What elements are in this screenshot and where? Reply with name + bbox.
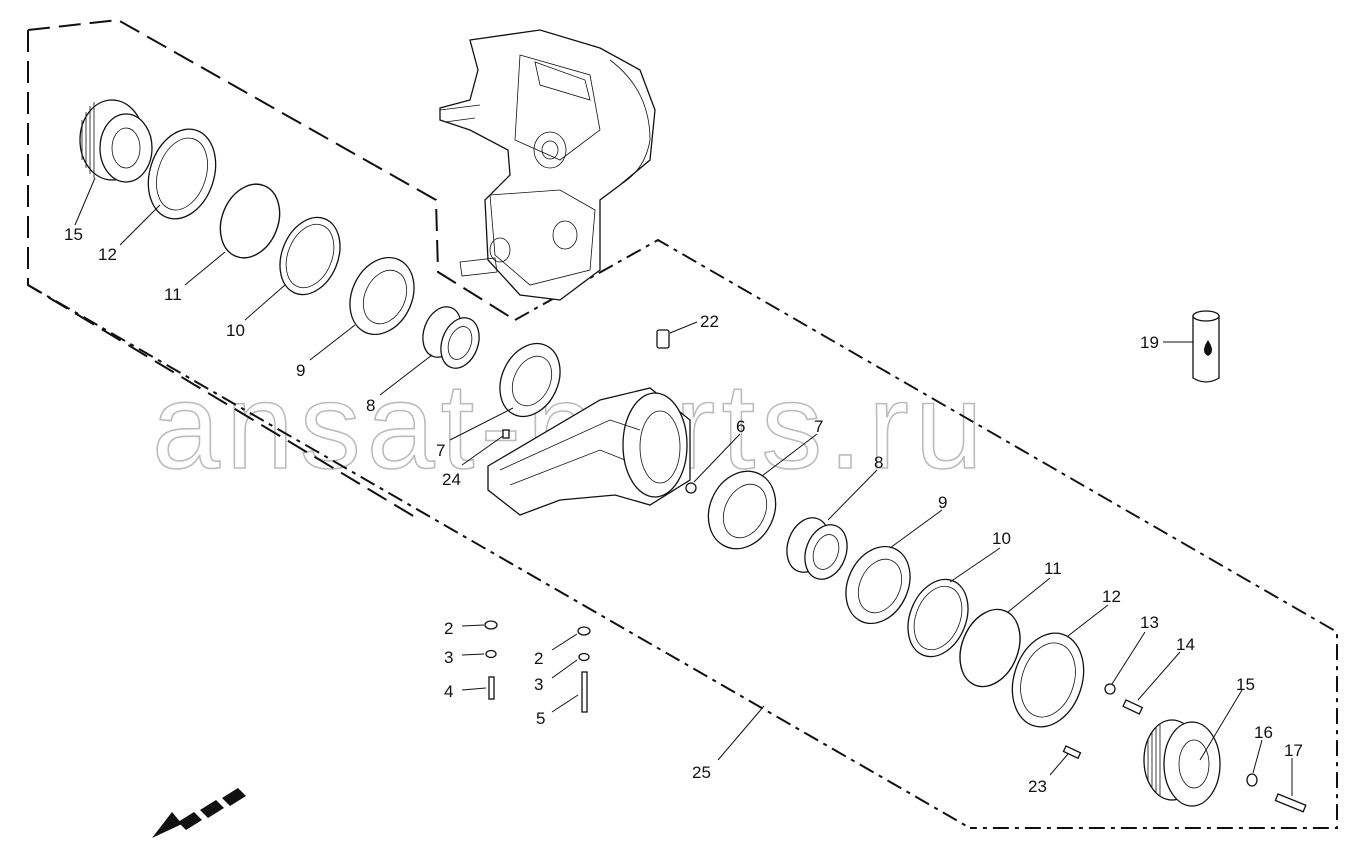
callout-10-upper: 10 bbox=[226, 321, 245, 340]
transmission-housing bbox=[439, 29, 656, 301]
part-9-lower bbox=[845, 545, 911, 625]
callout-2-left: 2 bbox=[444, 619, 453, 638]
callout-8-lower: 8 bbox=[874, 453, 883, 472]
callout-14: 14 bbox=[1176, 635, 1195, 654]
part-8-lower bbox=[786, 517, 848, 580]
callout-19: 19 bbox=[1140, 333, 1159, 352]
part-17 bbox=[1274, 793, 1307, 813]
part-13 bbox=[1104, 683, 1116, 695]
assembly-25-outline bbox=[27, 238, 1338, 829]
callout-22: 22 bbox=[700, 312, 719, 331]
callout-15-lower: 15 bbox=[1236, 675, 1255, 694]
axle-bracket bbox=[487, 387, 691, 516]
callout-16: 16 bbox=[1254, 723, 1273, 742]
callout-7-lower: 7 bbox=[814, 417, 823, 436]
callout-5: 5 bbox=[536, 709, 545, 728]
callout-24: 24 bbox=[442, 470, 461, 489]
callout-3-left: 3 bbox=[444, 648, 453, 667]
part-12-upper bbox=[147, 128, 217, 220]
callout-17: 17 bbox=[1284, 741, 1303, 760]
part-12-lower bbox=[1011, 632, 1085, 728]
part-16 bbox=[1246, 773, 1258, 787]
callout-2-right: 2 bbox=[534, 649, 543, 668]
callout-10-lower: 10 bbox=[992, 529, 1011, 548]
callout-7-upper: 7 bbox=[436, 441, 445, 460]
part-22 bbox=[656, 329, 670, 349]
callout-9-upper: 9 bbox=[296, 361, 305, 380]
part-11-lower bbox=[959, 608, 1021, 688]
callout-11-lower: 11 bbox=[1044, 559, 1062, 578]
callout-6: 6 bbox=[736, 417, 745, 436]
leader-lines bbox=[74, 177, 1293, 796]
part-7-lower bbox=[707, 470, 777, 550]
part-9-upper bbox=[349, 256, 415, 336]
callout-11-upper: 11 bbox=[164, 285, 182, 304]
part-14 bbox=[1122, 699, 1144, 715]
callout-labels: 15 12 11 10 9 8 7 24 22 19 6 7 8 9 10 11… bbox=[64, 225, 1303, 796]
fasteners bbox=[484, 620, 591, 713]
callout-3-right: 3 bbox=[534, 675, 543, 694]
callout-23: 23 bbox=[1028, 777, 1047, 796]
part-8-upper bbox=[422, 306, 480, 369]
callout-4: 4 bbox=[444, 682, 453, 701]
part-10-upper bbox=[279, 216, 341, 296]
part-6 bbox=[685, 482, 697, 494]
direction-arrow-icon bbox=[152, 788, 246, 838]
callout-8-upper: 8 bbox=[366, 396, 375, 415]
callout-15-upper: 15 bbox=[64, 225, 83, 244]
part-23 bbox=[1062, 745, 1082, 760]
callout-12-upper: 12 bbox=[98, 245, 117, 264]
callout-12-lower: 12 bbox=[1102, 587, 1121, 606]
part-24 bbox=[502, 429, 510, 439]
callout-13: 13 bbox=[1140, 613, 1159, 632]
part-15-upper bbox=[79, 99, 153, 183]
part-15-lower bbox=[1143, 719, 1221, 807]
part-7-upper bbox=[499, 342, 561, 418]
callout-25: 25 bbox=[692, 763, 711, 782]
part-11-upper bbox=[219, 183, 281, 259]
part-19-grease-tube bbox=[1192, 310, 1220, 383]
part-10-lower bbox=[907, 578, 969, 658]
callout-9-lower: 9 bbox=[938, 493, 947, 512]
